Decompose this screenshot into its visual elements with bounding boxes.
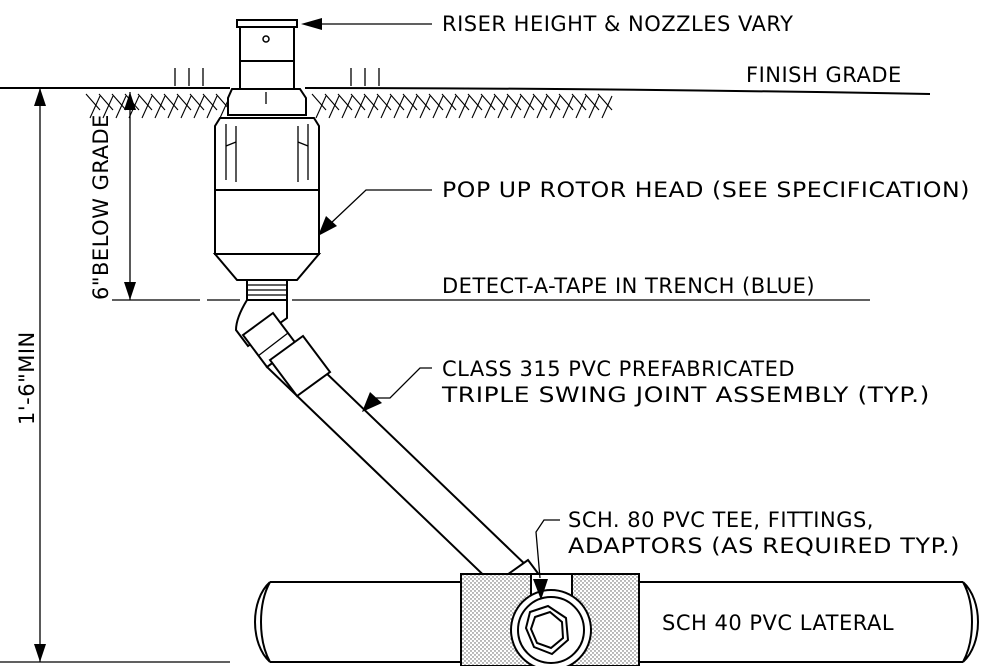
soil-hatch-stroke	[150, 93, 166, 111]
leader-tee	[533, 519, 560, 600]
tee-label-line2: ADAPTORS (AS REQUIRED TYP.)	[568, 534, 960, 558]
soil-hatch-stroke	[523, 95, 535, 119]
soil-hatch-stroke	[367, 95, 379, 119]
soil-hatch-stroke	[480, 93, 496, 111]
soil-hatch-stroke	[445, 95, 457, 119]
soil-hatch-stroke	[519, 93, 535, 111]
soil-hatch-stroke	[467, 93, 483, 111]
soil-hatch-stroke	[415, 93, 431, 111]
soil-hatch-stroke	[163, 93, 179, 111]
soil-hatch-stroke	[532, 93, 548, 111]
soil-hatch-stroke	[206, 95, 218, 119]
min-depth-dimension-label: 1'-6"MIN	[15, 331, 39, 425]
soil-hatch-stroke	[141, 95, 153, 119]
finish-grade-line	[0, 87, 931, 95]
soil-hatch-stroke	[549, 95, 561, 119]
soil-hatch-stroke	[337, 93, 353, 111]
finish-grade-label: FINISH GRADE	[746, 63, 902, 87]
soil-hatch-stroke	[536, 95, 548, 119]
soil-hatch-stroke	[558, 93, 574, 111]
soil-hatch-stroke	[432, 95, 444, 119]
soil-hatch-stroke	[193, 95, 205, 119]
soil-hatch-stroke	[176, 93, 192, 111]
dimension-line-6in	[112, 92, 200, 301]
soil-hatch-stroke	[584, 93, 600, 111]
rotor-head-label: POP UP ROTOR HEAD (SEE SPECIFICATION)	[442, 178, 970, 202]
grass-tufts	[174, 68, 380, 86]
soil-hatch-stroke	[350, 93, 366, 111]
soil-hatch-stroke	[441, 93, 457, 111]
riser-cap	[236, 19, 298, 90]
soil-hatch-stroke	[402, 93, 418, 111]
dimension-line-1ft-6in	[0, 87, 230, 663]
soil-hatch-stroke	[167, 95, 179, 119]
soil-hatch-stroke	[202, 93, 218, 111]
soil-hatch-stroke	[111, 93, 127, 111]
swing-joint-label-line1: CLASS 315 PVC PREFABRICATED	[442, 357, 795, 381]
soil-hatch-stroke	[341, 95, 353, 119]
soil-hatch-stroke	[315, 95, 327, 119]
soil-hatch-stroke	[363, 93, 379, 111]
detect-tape-label: DETECT-A-TAPE IN TRENCH (BLUE)	[442, 274, 815, 298]
soil-hatch-stroke	[137, 93, 153, 111]
soil-hatch-stroke	[506, 93, 522, 111]
soil-hatch-stroke	[324, 93, 340, 111]
soil-hatch-stroke	[597, 93, 613, 111]
soil-hatch-stroke	[389, 93, 405, 111]
soil-hatch-stroke	[393, 95, 405, 119]
soil-hatch-stroke	[562, 95, 574, 119]
soil-hatch-stroke	[180, 95, 192, 119]
soil-hatch-stroke	[115, 95, 127, 119]
leader-riser	[301, 18, 432, 30]
swing-joint-pipe	[265, 334, 532, 593]
rotor-head-body	[212, 88, 322, 301]
soil-hatch-stroke	[89, 95, 101, 119]
soil-hatch-stroke	[380, 95, 392, 119]
soil-hatch-stroke	[510, 95, 522, 119]
soil-hatch-stroke	[189, 93, 205, 111]
soil-hatch-stroke	[328, 95, 340, 119]
leader-swing-joint	[362, 367, 432, 412]
soil-hatch-stroke	[575, 95, 587, 119]
lateral-label: SCH 40 PVC LATERAL	[662, 611, 894, 635]
soil-hatch-stroke	[588, 95, 600, 119]
soil-hatch-stroke	[497, 95, 509, 119]
soil-hatch-stroke	[458, 95, 470, 119]
leader-rotor-head	[318, 189, 432, 236]
soil-hatch-stroke	[571, 93, 587, 111]
riser-label: RISER HEIGHT & NOZZLES VARY	[442, 12, 793, 36]
soil-hatch-stroke	[85, 93, 101, 111]
soil-hatch-stroke	[154, 95, 166, 119]
swing-joint-label-line2: TRIPLE SWING JOINT ASSEMBLY (TYP.)	[441, 383, 930, 407]
below-grade-dimension-label: 6"BELOW GRADE	[89, 114, 113, 300]
soil-hatch-stroke	[98, 93, 114, 111]
soil-hatch-stroke	[601, 95, 613, 119]
soil-hatch-stroke	[102, 95, 114, 119]
tee-label-line1: SCH. 80 PVC TEE, FITTINGS,	[568, 508, 874, 532]
soil-hatching	[85, 93, 613, 119]
soil-hatch-stroke	[454, 93, 470, 111]
soil-hatch-stroke	[419, 95, 431, 119]
soil-hatch-stroke	[406, 95, 418, 119]
soil-hatch-stroke	[376, 93, 392, 111]
soil-hatch-stroke	[471, 95, 483, 119]
soil-hatch-stroke	[428, 93, 444, 111]
soil-hatch-stroke	[354, 95, 366, 119]
soil-hatch-stroke	[545, 93, 561, 111]
soil-hatch-stroke	[493, 93, 509, 111]
pvc-tee-fitting	[510, 573, 592, 666]
soil-hatch-stroke	[484, 95, 496, 119]
soil-hatch-stroke	[311, 93, 327, 111]
